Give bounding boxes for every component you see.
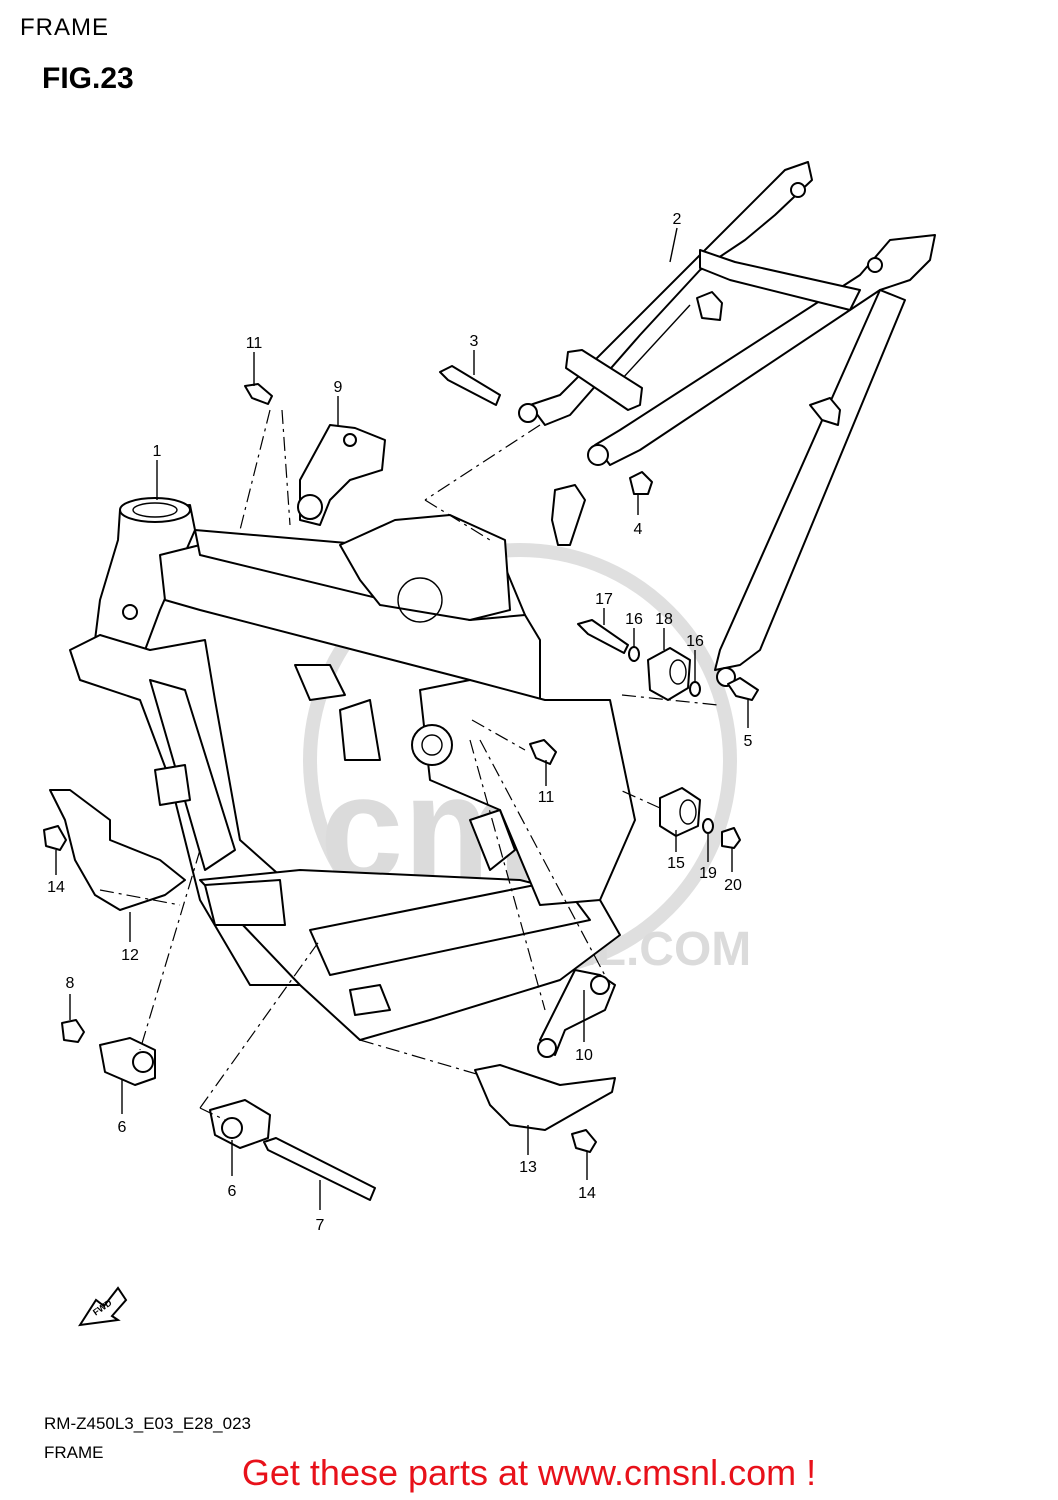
part-17-bolt [577, 619, 629, 654]
part-12-guard [49, 789, 186, 911]
parts-link[interactable]: Get these parts at www.cmsnl.com ! [241, 1452, 817, 1493]
part-11-bolt-lower [529, 739, 557, 765]
main-frame [69, 497, 636, 1041]
part-20-nut [721, 827, 741, 849]
callout-9: 9 [334, 379, 343, 396]
rear-subframe [518, 161, 936, 687]
section-title: FRAME [20, 14, 109, 41]
part-18-bushing [647, 647, 691, 701]
forward-arrow-icon: FWD [77, 1286, 128, 1327]
part-13-guard [474, 1064, 616, 1131]
part-8-nut [61, 1019, 85, 1043]
part-11-bolt-upper [244, 383, 273, 405]
footer-section: FRAME [44, 1443, 104, 1462]
callout-16: 16 [686, 633, 704, 650]
callout-5: 5 [744, 733, 753, 750]
part-14-bolt-lower [571, 1129, 597, 1153]
part-6-mount-upper [99, 1037, 156, 1086]
part-10-bracket [537, 969, 616, 1058]
callout-4: 4 [634, 521, 643, 538]
callout-18: 18 [655, 611, 673, 628]
leader-lines [55, 227, 749, 1210]
callout-11: 11 [538, 789, 555, 806]
part-5-bolt [727, 677, 759, 701]
callout-17: 17 [595, 591, 613, 608]
callout-7: 7 [316, 1217, 325, 1234]
part-3-bolt [439, 365, 501, 406]
callout-11: 11 [246, 335, 263, 352]
callout-2: 2 [673, 211, 682, 228]
callout-19: 19 [699, 865, 717, 882]
part-14-bolt-upper [43, 825, 67, 851]
part-4-nut [629, 471, 653, 495]
part-15-bushing [659, 787, 701, 837]
callout-14: 14 [47, 879, 65, 896]
part-7-bolt [263, 1137, 376, 1201]
callout-20: 20 [724, 877, 742, 894]
callout-6: 6 [228, 1183, 237, 1200]
part-16-washer-a [628, 646, 640, 662]
callout-12: 12 [121, 947, 139, 964]
callout-15: 15 [667, 855, 685, 872]
part-16-washer-b [689, 681, 701, 697]
callout-10: 10 [575, 1047, 593, 1064]
model-code: RM-Z450L3_E03_E28_023 [44, 1414, 251, 1433]
part-19-washer [702, 818, 714, 834]
part-9-bracket [297, 424, 386, 526]
callout-1: 1 [153, 443, 162, 460]
callout-13: 13 [519, 1159, 537, 1176]
callout-3: 3 [470, 333, 479, 350]
callout-6: 6 [118, 1119, 127, 1136]
part-6-mount-lower [209, 1099, 271, 1149]
callout-14: 14 [578, 1185, 596, 1202]
callouts: 2 3 11 9 1 4 17 16 18 16 5 11 14 15 19 2… [47, 211, 752, 1234]
assembly-lines [99, 409, 719, 1121]
figure-number: FIG.23 [42, 62, 134, 95]
callout-16: 16 [625, 611, 643, 628]
callout-8: 8 [66, 975, 75, 992]
